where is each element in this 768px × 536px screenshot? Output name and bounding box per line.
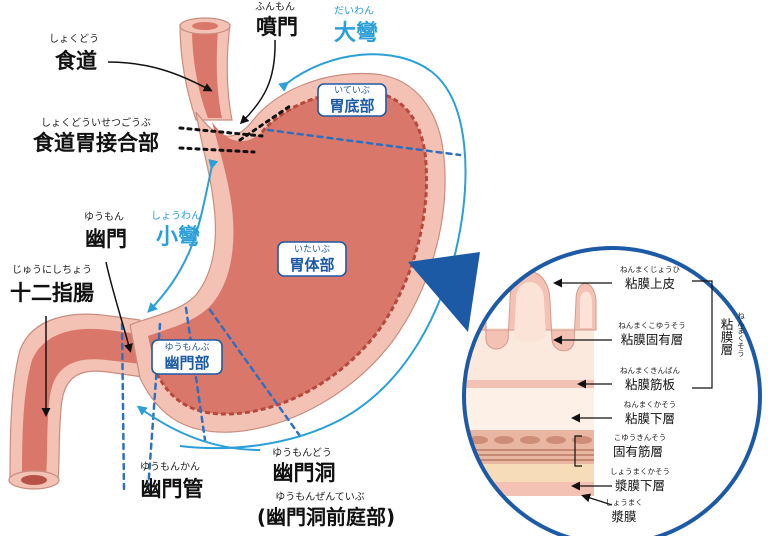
region-box-fundus: いていぶ 胃底部 xyxy=(317,83,387,117)
antrum-vestibule-ruby: ゆうもんぜんていぶ xyxy=(275,491,365,503)
mucosa-group: ねんまくそう 粘膜層 xyxy=(719,312,746,358)
region-boundaries xyxy=(120,104,462,492)
lesser-curvature-ruby: しょうわん xyxy=(151,210,201,222)
greater-curvature-arrow xyxy=(179,53,467,450)
greater-curvature-label: 大彎 xyxy=(334,21,378,46)
greater-curvature-ruby: だいわん xyxy=(334,5,374,17)
curvature-arrows xyxy=(136,53,467,451)
layer-4-label: 固有筋層 xyxy=(613,444,663,459)
body-ruby: いたいぶ xyxy=(294,244,330,255)
pyloric-part-ruby: ゆうもんぶ xyxy=(164,342,209,353)
lesser-curvature-label: 小彎 xyxy=(156,225,200,250)
zoom-cone xyxy=(408,252,480,332)
layer-6-label: 漿膜 xyxy=(611,509,636,524)
layer-4-ruby: こゆうきんそう xyxy=(614,433,667,442)
layer-3-label: 粘膜下層 xyxy=(625,411,675,426)
layer-1-label: 粘膜固有層 xyxy=(621,332,684,347)
layer-2-label: 粘膜筋板 xyxy=(625,377,676,392)
esophagus-ruby: しょくどう xyxy=(49,33,99,45)
layer-1-ruby: ねんまくこゆうそう xyxy=(618,321,686,330)
cardia-label: 噴門 xyxy=(256,15,298,39)
ge-junction-ruby: しょくどういせつごうぶ xyxy=(41,116,151,129)
layer-3-ruby: ねんまくかそう xyxy=(624,400,677,409)
fundus-ruby: いていぶ xyxy=(334,85,370,96)
pyloric-part-label: 幽門部 xyxy=(164,354,209,372)
pointer-lines xyxy=(41,39,276,417)
layer-6-ruby: しょうまく xyxy=(605,498,643,507)
wall-cross-section xyxy=(462,246,762,536)
body-label: 胃体部 xyxy=(289,256,334,274)
layer-0-label: 粘膜上皮 xyxy=(625,276,675,291)
mucosa-group-label: 粘膜層 xyxy=(719,317,734,356)
cardia-ruby: ふんもん xyxy=(255,1,295,13)
region-box-body: いたいぶ 胃体部 xyxy=(277,241,347,277)
lesser-curvature-arrow xyxy=(147,159,219,313)
pyloric-canal-ruby: ゆうもんかん xyxy=(140,461,200,473)
pyloric-canal-label: 幽門管 xyxy=(141,477,204,501)
layer-5-label: 漿膜下層 xyxy=(615,478,665,493)
pyloric-antrum-label: 幽門洞 xyxy=(273,461,336,485)
pylorus-bottom-arrow xyxy=(136,405,261,451)
pyloric-antrum-ruby: ゆうもんどう xyxy=(272,447,332,459)
duodenum-label: 十二指腸 xyxy=(10,281,94,305)
fundus-label: 胃底部 xyxy=(329,97,374,115)
layer-labels: ねんまくじょうひ 粘膜上皮 ねんまくこゆうそう 粘膜固有層 ねんまくきんばん 粘… xyxy=(605,265,686,524)
region-box-pyloric-part: ゆうもんぶ 幽門部 xyxy=(151,339,223,375)
ge-junction-label: 食道胃接合部 xyxy=(33,131,159,155)
duodenum-ruby: じゅうにしちょう xyxy=(12,264,92,276)
mucosa-group-ruby: ねんまくそう xyxy=(736,312,745,358)
layer-2-ruby: ねんまくきんばん xyxy=(620,366,680,375)
antrum-vestibule-label: (幽門洞前庭部) xyxy=(257,505,395,529)
layer-pointers xyxy=(553,278,713,506)
layer-5-ruby: しょうまくかそう xyxy=(610,467,670,476)
pylorus-ruby: ゆうもん xyxy=(84,211,124,223)
layer-0-ruby: ねんまくじょうひ xyxy=(620,265,680,274)
esophagus-label: 食道 xyxy=(55,49,97,73)
pylorus-label: 幽門 xyxy=(85,227,127,251)
